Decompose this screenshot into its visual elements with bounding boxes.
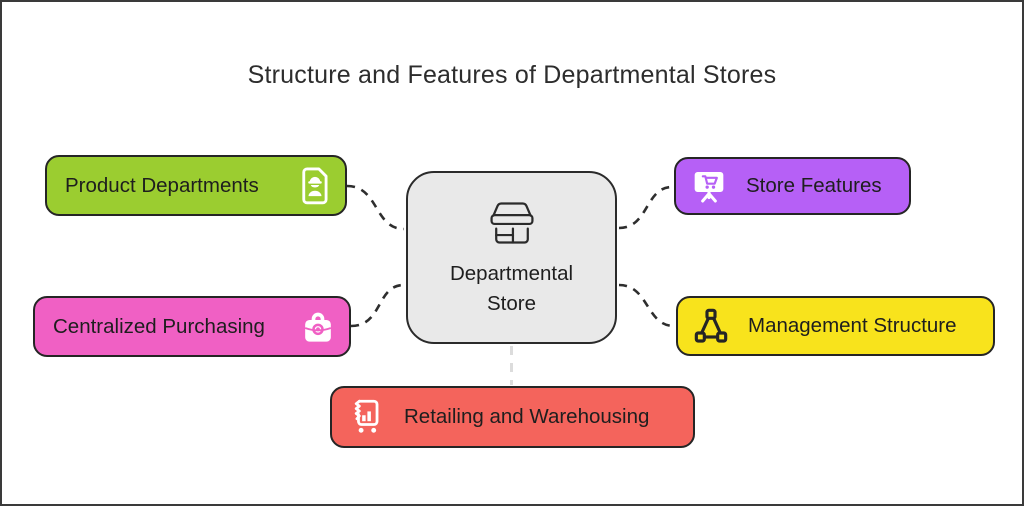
node-management-structure[interactable]: Management Structure <box>676 296 995 356</box>
node-centralized-purchasing[interactable]: Centralized Purchasing <box>33 296 351 357</box>
trolley-chart-icon <box>345 395 387 439</box>
page-title: Structure and Features of Departmental S… <box>247 61 777 89</box>
easel-cart-icon <box>689 165 729 207</box>
worker-card-icon <box>296 165 334 207</box>
node-label: Management Structure <box>748 314 957 337</box>
connector-store-features <box>618 185 673 230</box>
node-retailing-warehousing[interactable]: Retailing and Warehousing <box>330 386 695 448</box>
node-label: Retailing and Warehousing <box>404 405 650 428</box>
connector-centralized-purchasing <box>350 283 405 328</box>
briefcase-icon <box>298 306 338 348</box>
node-departmental-store[interactable]: Departmental Store <box>406 171 617 344</box>
connector-product-departments <box>346 184 405 231</box>
node-store-features[interactable]: Store Features <box>674 157 911 215</box>
storefront-icon <box>481 197 543 249</box>
org-chart-icon <box>691 305 731 347</box>
node-label: Store Features <box>746 174 882 197</box>
node-label: Product Departments <box>65 173 259 197</box>
node-label: Centralized Purchasing <box>53 314 265 338</box>
center-node-label: Departmental Store <box>449 262 574 315</box>
node-product-departments[interactable]: Product Departments <box>45 155 347 216</box>
connector-management-structure <box>618 283 675 328</box>
